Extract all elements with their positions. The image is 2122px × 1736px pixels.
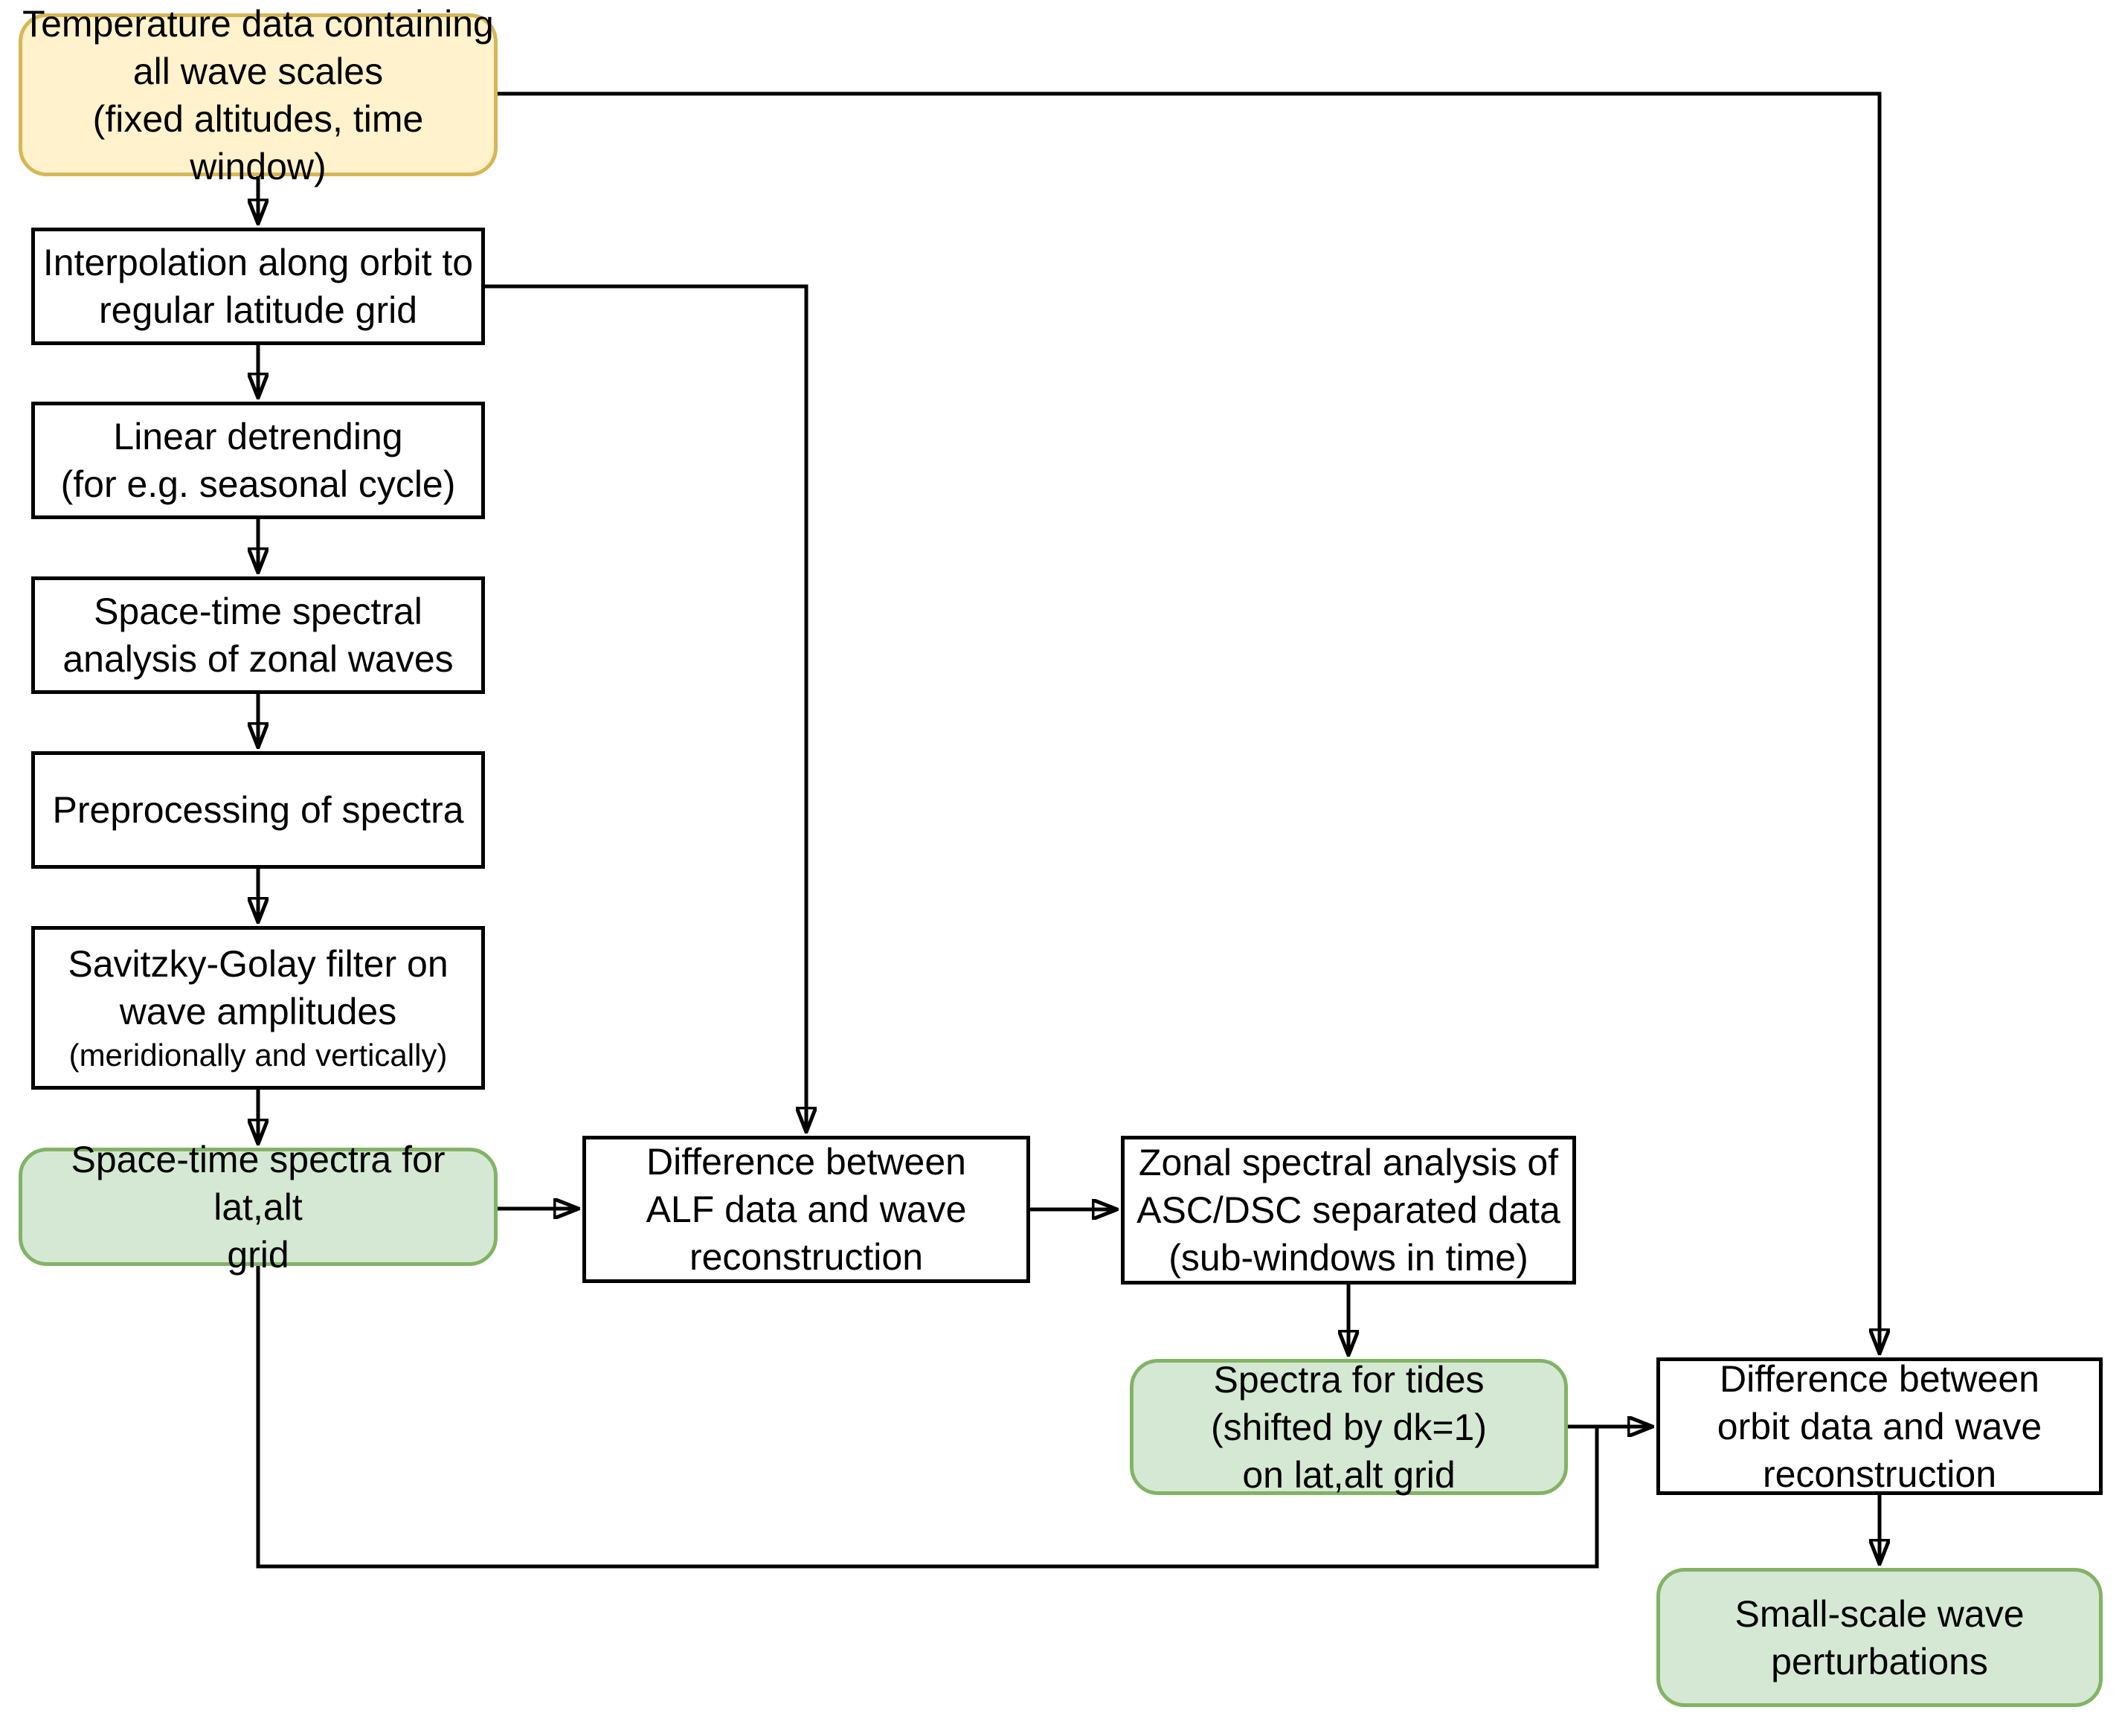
node-temperature-data: Temperature data containing all wave sca…: [19, 3, 498, 187]
node-small-scale-waves-output: Small-scale wave perturbations: [1656, 1568, 2103, 1707]
node-savitzky-golay-filter-sublabel: (meridionally and vertically): [68, 1038, 448, 1073]
node-spectra-for-tides-output-label: Spectra for tides (shifted by dk=1) on l…: [1210, 1358, 1488, 1496]
node-space-time-spectral-analysis: Space-time spectral analysis of zonal wa…: [31, 576, 485, 694]
node-space-time-spectra-output: Space-time spectra for lat,alt grid: [19, 1139, 498, 1276]
node-temperature-data-label: Temperature data containing all wave sca…: [22, 2, 494, 187]
node-linear-detrending-label: Linear detrending (for e.g. seasonal cyc…: [60, 416, 456, 505]
node-difference-orbit: Difference between orbit data and wave r…: [1656, 1357, 2103, 1495]
node-difference-orbit-label: Difference between orbit data and wave r…: [1717, 1357, 2042, 1495]
node-savitzky-golay-filter: Savitzky-Golay filter on wave amplitudes…: [31, 926, 485, 1090]
node-difference-alf-label: Difference between ALF data and wave rec…: [646, 1141, 967, 1278]
node-savitzky-golay-filter-label: Savitzky-Golay filter on wave amplitudes: [68, 943, 448, 1032]
node-preprocessing-label: Preprocessing of spectra: [52, 789, 464, 831]
node-zonal-spectral-analysis: Zonal spectral analysis of ASC/DSC separ…: [1121, 1136, 1576, 1285]
node-interpolation: Interpolation along orbit to regular lat…: [31, 228, 485, 345]
node-linear-detrending: Linear detrending (for e.g. seasonal cyc…: [31, 402, 485, 519]
edge-temperature-branch-to-difference-orbit: [498, 91, 1880, 1353]
node-space-time-spectra-output-label: Space-time spectra for lat,alt grid: [71, 1138, 446, 1276]
node-space-time-spectral-analysis-label: Space-time spectral analysis of zonal wa…: [62, 591, 454, 680]
node-preprocessing: Preprocessing of spectra: [31, 751, 485, 869]
node-difference-alf: Difference between ALF data and wave rec…: [582, 1136, 1030, 1283]
edge-spectra-output-branch-join: [256, 1266, 1599, 1569]
node-interpolation-label: Interpolation along orbit to regular lat…: [42, 242, 474, 331]
node-zonal-spectral-analysis-label: Zonal spectral analysis of ASC/DSC separ…: [1136, 1142, 1560, 1279]
edge-interpolation-branch-to-difference-alf: [485, 284, 806, 1131]
node-small-scale-waves-output-label: Small-scale wave perturbations: [1734, 1592, 2025, 1682]
node-spectra-for-tides-output: Spectra for tides (shifted by dk=1) on l…: [1130, 1359, 1568, 1496]
